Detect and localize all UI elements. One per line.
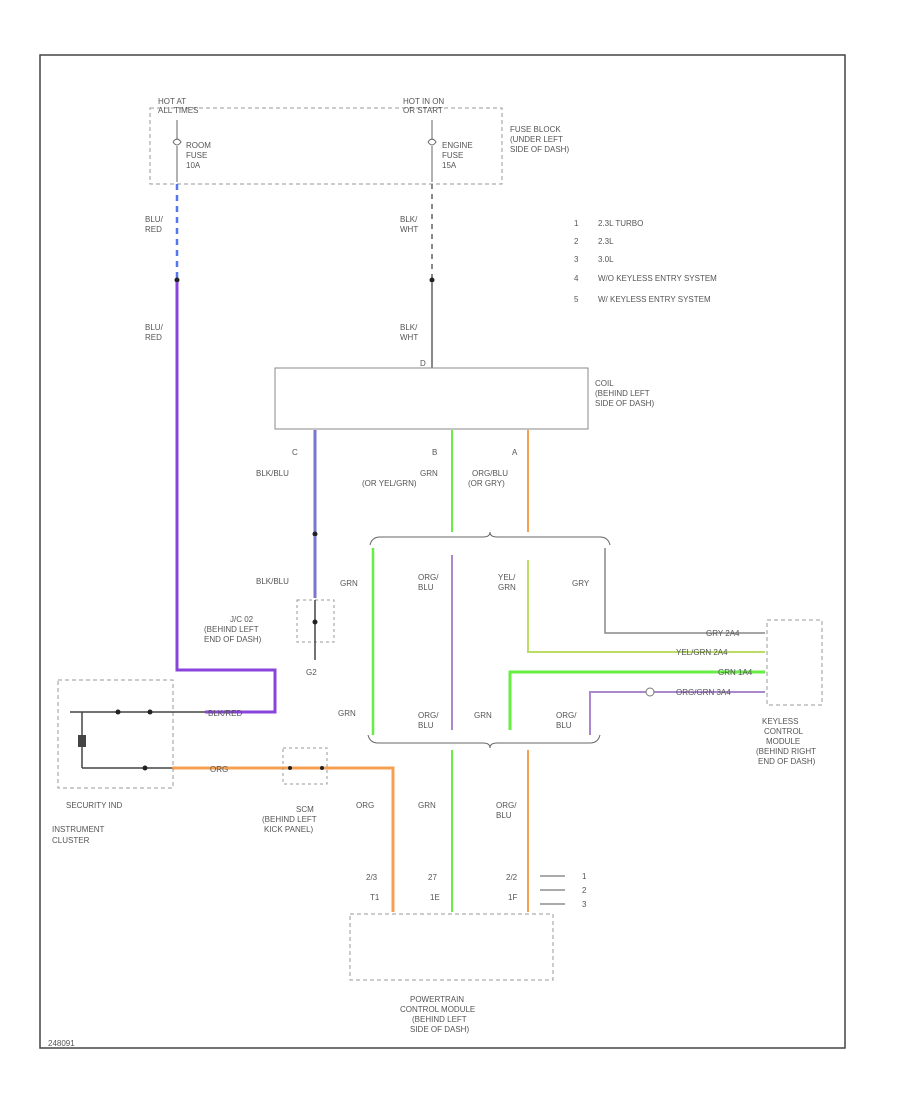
wire-label-cluster-1: BLK/RED (208, 709, 242, 718)
legend-4-text: W/O KEYLESS ENTRY SYSTEM (598, 274, 717, 283)
wire-label-blu-red-1: BLU/RED (145, 215, 164, 234)
wire-label-grn-1: GRN (340, 579, 358, 588)
pcm-pin-t1: T1 (370, 893, 380, 902)
fuse-block-box (149, 107, 503, 185)
pcm-ref-1: 1 (582, 872, 587, 881)
room-fuse-symbol (172, 120, 182, 182)
upper-brace (369, 531, 611, 546)
keyless-module-box (766, 619, 823, 706)
wire-label-yel-grn: YEL/GRN (498, 573, 516, 592)
keyless-wire-yelgrn: YEL/GRN 2A4 (676, 648, 728, 657)
scm-box (282, 747, 328, 785)
wire-gry (604, 548, 765, 634)
coil-pin-c: C (292, 448, 298, 457)
connector-dot (429, 277, 435, 283)
legend-5-text: W/ KEYLESS ENTRY SYSTEM (598, 295, 711, 304)
legend-5-num: 5 (574, 295, 579, 304)
wire-label-grn-4: GRN (418, 801, 436, 810)
wire-yel-grn (527, 560, 765, 653)
coil-pin-b: B (432, 448, 437, 457)
wire-label-org-blu-3: ORG/BLU (556, 711, 577, 730)
wire-label-blk-blu-2: BLK/BLU (256, 577, 289, 586)
connector-dot (115, 709, 121, 715)
security-led-icon (78, 735, 86, 747)
keyless-wire-grn: GRN 1A4 (718, 668, 753, 677)
coil-box (274, 367, 589, 430)
connector-dot (288, 766, 292, 770)
lower-brace (367, 734, 601, 749)
connector-symbol (645, 687, 655, 697)
wire-label-gry: GRY (572, 579, 590, 588)
wire-label-org: ORG (356, 801, 374, 810)
legend-3-num: 3 (574, 255, 579, 264)
connector-dot (312, 619, 318, 625)
wire-org-grn-keyless (589, 691, 765, 735)
instrument-cluster-box (57, 679, 174, 789)
wire-label-cluster-2: ORG (210, 765, 228, 774)
keyless-wire-gry: GRY 2A4 (706, 629, 740, 638)
legend-4-num: 4 (574, 274, 579, 283)
pcm-pin-27: 27 (428, 873, 437, 882)
diagram-code: 248091 (48, 1039, 75, 1048)
pcm-ref-3: 3 (582, 900, 587, 909)
legend-2-text: 2.3L (598, 237, 614, 246)
wire-org-from-scm (172, 766, 395, 912)
legend-1-num: 1 (574, 219, 579, 228)
wire-blu-red-lower (175, 282, 277, 714)
wire-label-blk-wht-2: BLK/WHT (400, 323, 418, 342)
security-ind-label: SECURITY IND (66, 801, 123, 810)
connector-dot (142, 765, 148, 771)
wire-label-blk-blu-1: BLK/BLU (256, 469, 289, 478)
wire-label-org-blu-2: ORG/BLU (418, 711, 439, 730)
wire-label-grn-2: GRN (338, 709, 356, 718)
ground-g2-label: G2 (306, 668, 317, 677)
wire-label-blu-red-2: BLU/RED (145, 323, 164, 342)
wire-label-grn-3: GRN (474, 711, 492, 720)
pcm-pin-1f: 1F (508, 893, 517, 902)
pcm-pin-1e: 1E (430, 893, 440, 902)
legend-1-text: 2.3L TURBO (598, 219, 643, 228)
wire-label-org-blu-4: ORG/BLU (496, 801, 517, 820)
pcm-ref-arrows (540, 875, 565, 905)
diagram-frame (39, 54, 846, 1049)
legend-2-num: 2 (574, 237, 579, 246)
connector-dot (312, 531, 318, 537)
wire-label-orgblu-or-gry: ORG/BLU(OR GRY) (468, 469, 508, 488)
coil-pin-d: D (420, 359, 426, 368)
wire-label-org-blu-1: ORG/BLU (418, 573, 439, 592)
connector-dot (320, 766, 324, 770)
pcm-ref-2: 2 (582, 886, 587, 895)
coil-pin-a: A (512, 448, 518, 457)
pcm-box (349, 913, 554, 981)
connector-dot (174, 277, 180, 283)
wire-label-grn-or-yelgrn: GRN(OR YEL/GRN) (362, 469, 438, 488)
engine-fuse-symbol (427, 120, 437, 182)
pcm-pin-22: 2/2 (506, 873, 518, 882)
legend-3-text: 3.0L (598, 255, 614, 264)
wire-label-blk-wht-1: BLK/WHT (400, 215, 418, 234)
connector-dot (147, 709, 153, 715)
keyless-wire-orggrn: ORG/GRN 3A4 (676, 688, 731, 697)
wire-grn-keyless (508, 670, 765, 730)
pcm-pin-23: 2/3 (366, 873, 378, 882)
